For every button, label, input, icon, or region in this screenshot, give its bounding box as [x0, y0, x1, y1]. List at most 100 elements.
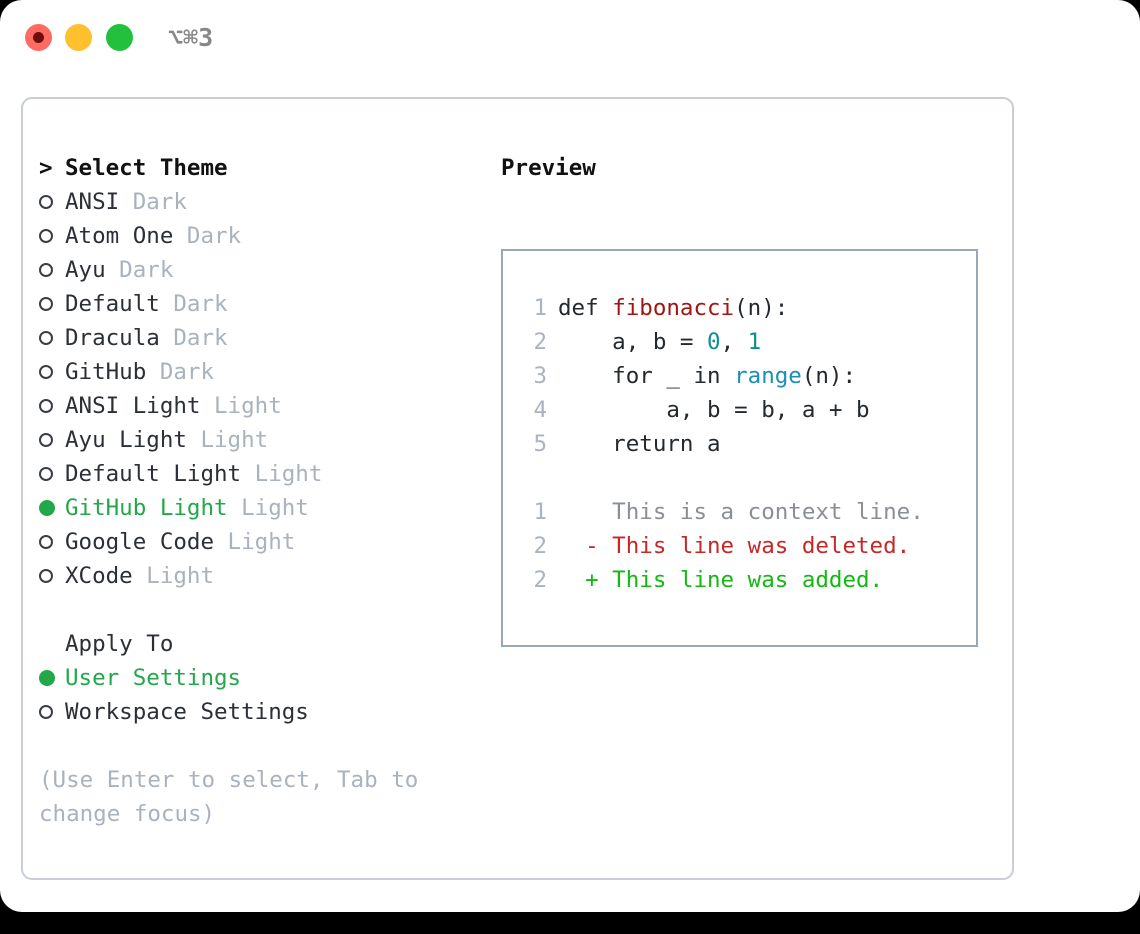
theme-item-variant-tag: Dark	[105, 257, 174, 283]
theme-item-github-light[interactable]: GitHub Light Light	[39, 491, 469, 525]
code-line-text: a, b = 0, 1	[547, 325, 761, 359]
preview-title: Preview	[501, 155, 596, 181]
theme-item-variant-tag: Dark	[146, 359, 215, 385]
diff-line-text: - This line was deleted.	[558, 533, 911, 559]
radio-unselected-icon	[39, 297, 65, 311]
diff-lines: 1 This is a context line.2 - This line w…	[515, 495, 970, 597]
code-line: 4 a, b = b, a + b	[515, 393, 970, 427]
code-line-number: 5	[533, 431, 547, 457]
theme-item-github[interactable]: GitHub Dark	[39, 355, 469, 389]
radio-unselected-icon	[39, 535, 65, 549]
prompt-caret-icon: >	[39, 155, 53, 181]
theme-item-label: Google Code	[65, 529, 215, 555]
code-line-text: def fibonacci(n):	[547, 291, 788, 325]
apply-to-option-label: User Settings	[65, 665, 242, 691]
select-theme-title: Select Theme	[65, 155, 228, 181]
apply-to-option-user-settings[interactable]: User Settings	[39, 661, 469, 695]
theme-item-variant-tag: Light	[227, 495, 309, 521]
code-token: (n):	[801, 363, 857, 389]
code-line-text: for _ in range(n):	[547, 359, 856, 393]
code-token: 0	[707, 329, 721, 355]
code-line-number: 1	[533, 295, 547, 321]
theme-item-variant-tag: Dark	[159, 325, 228, 351]
theme-item-label: Atom One	[65, 223, 174, 249]
theme-item-label: Default Light	[65, 461, 242, 487]
theme-item-ansi-light[interactable]: ANSI Light Light	[39, 389, 469, 423]
radio-unselected-icon	[39, 399, 65, 413]
radio-selected-icon	[39, 670, 65, 686]
theme-item-label: GitHub	[65, 359, 147, 385]
code-token: a, b = b, a + b	[558, 397, 870, 423]
theme-item-variant-tag: Light	[241, 461, 323, 487]
theme-item-ansi[interactable]: ANSI Dark	[39, 185, 469, 219]
diff-line: 1 This is a context line.	[515, 495, 970, 529]
close-window-button[interactable]	[25, 24, 52, 51]
code-line-number: 2	[533, 329, 547, 355]
title-bar: ⌥⌘3	[0, 0, 1140, 78]
radio-unselected-icon	[39, 467, 65, 481]
apply-to-option-label: Workspace Settings	[65, 699, 309, 725]
theme-item-variant-tag: Dark	[159, 291, 228, 317]
theme-item-label: Ayu Light	[65, 427, 187, 453]
radio-unselected-icon	[39, 229, 65, 243]
theme-item-default-light[interactable]: Default Light Light	[39, 457, 469, 491]
theme-item-xcode[interactable]: XCode Light	[39, 559, 469, 593]
code-line-text: a, b = b, a + b	[547, 393, 870, 427]
theme-item-ayu-light[interactable]: Ayu Light Light	[39, 423, 469, 457]
theme-item-atom-one[interactable]: Atom One Dark	[39, 219, 469, 253]
code-line: 2 a, b = 0, 1	[515, 325, 970, 359]
theme-item-variant-tag: Dark	[173, 223, 242, 249]
code-token: def	[558, 295, 613, 321]
code-line-number: 3	[533, 363, 547, 389]
code-token: a, b =	[558, 329, 708, 355]
theme-item-variant-tag: Light	[186, 427, 269, 453]
theme-item-variant-tag: Light	[132, 563, 215, 589]
theme-item-label: XCode	[65, 563, 133, 589]
code-token: for _ in	[558, 363, 735, 389]
minimize-window-button[interactable]	[65, 24, 92, 51]
theme-item-label: ANSI	[65, 189, 120, 215]
theme-item-dracula[interactable]: Dracula Dark	[39, 321, 469, 355]
radio-unselected-icon	[39, 705, 65, 719]
select-theme-header: > Select Theme	[39, 151, 469, 185]
apply-to-option-workspace-settings[interactable]: Workspace Settings	[39, 695, 469, 729]
code-line: 5 return a	[515, 427, 970, 461]
code-token: (n):	[734, 295, 789, 321]
code-token: return a	[558, 431, 721, 457]
keyboard-hint-text: (Use Enter to select, Tab to change focu…	[39, 767, 419, 827]
radio-selected-icon	[39, 500, 65, 516]
theme-item-label: Ayu	[65, 257, 106, 283]
theme-item-label: Dracula	[65, 325, 160, 351]
code-token: fibonacci	[612, 295, 735, 321]
theme-item-label: ANSI Light	[65, 393, 201, 419]
radio-unselected-icon	[39, 433, 65, 447]
diff-line: 2 - This line was deleted.	[515, 529, 970, 563]
theme-item-variant-tag: Dark	[119, 189, 187, 215]
theme-item-label: Default	[65, 291, 160, 317]
theme-item-ayu[interactable]: Ayu Dark	[39, 253, 469, 287]
radio-unselected-icon	[39, 365, 65, 379]
radio-unselected-icon	[39, 195, 65, 209]
theme-item-default[interactable]: Default Dark	[39, 287, 469, 321]
radio-unselected-icon	[39, 569, 65, 583]
diff-line-number: 1	[533, 499, 547, 525]
diff-line: 2 + This line was added.	[515, 563, 970, 597]
diff-line-text: + This line was added.	[558, 567, 884, 593]
maximize-window-button[interactable]	[106, 24, 133, 51]
code-line-text: return a	[547, 427, 721, 461]
diff-line-text: This is a context line.	[558, 499, 924, 525]
theme-item-variant-tag: Light	[214, 529, 296, 555]
code-token: ,	[720, 329, 748, 355]
diff-line-number: 2	[533, 567, 547, 593]
keyboard-shortcut-label: ⌥⌘3	[168, 23, 214, 52]
theme-item-google-code[interactable]: Google Code Light	[39, 525, 469, 559]
diff-line-number: 2	[533, 533, 547, 559]
